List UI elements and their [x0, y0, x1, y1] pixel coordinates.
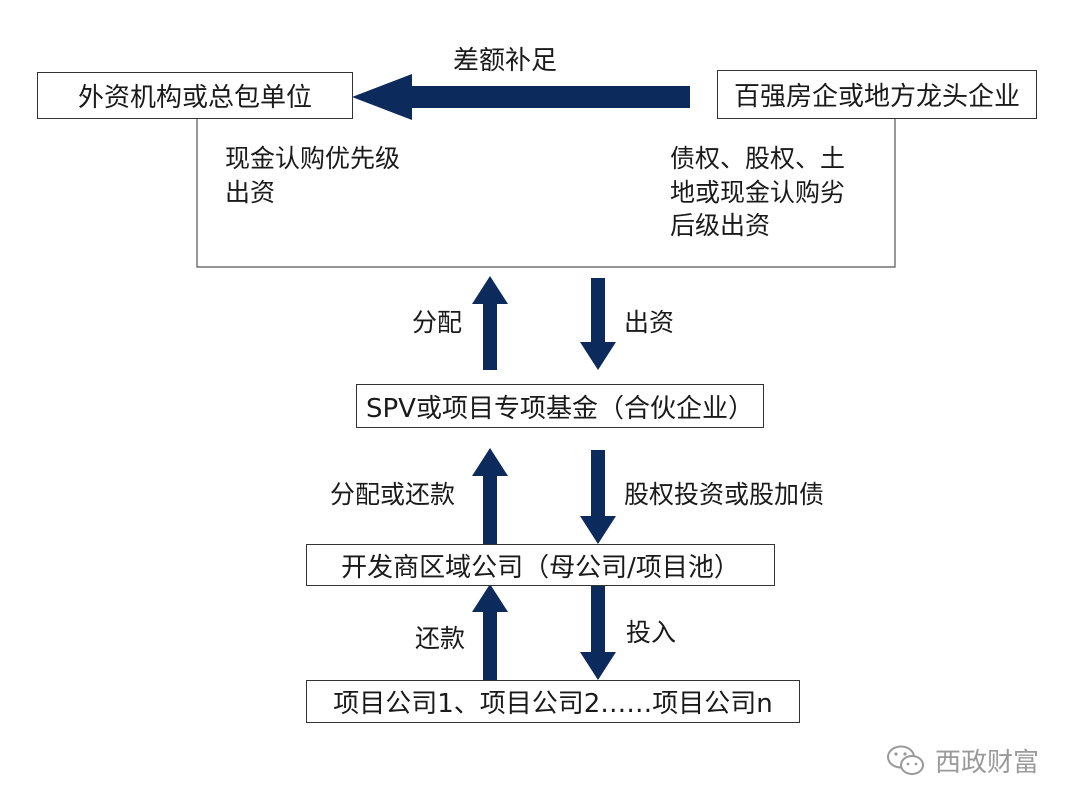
distribute-label: 分配: [412, 308, 463, 337]
left-note-line: 现金认购优先级: [225, 144, 401, 173]
repay-up-arrow: [472, 584, 508, 680]
distribute-repay-label: 分配或还款: [330, 480, 456, 509]
spv-fund-box: SPV或项目专项基金（合伙企业）: [356, 384, 764, 428]
wechat-icon: [887, 745, 924, 775]
repay-label: 还款: [415, 624, 466, 653]
watermark: 西政财富: [885, 742, 1039, 779]
distribute-repay-up-arrow: [472, 448, 508, 544]
foreign-institution-box: 外资机构或总包单位: [37, 72, 353, 119]
right-note: 债权、股权、土 地或现金认购劣 后级出资: [670, 142, 845, 243]
equity-debt-label: 股权投资或股加债: [624, 480, 825, 509]
shortfall-arrow: [352, 74, 690, 120]
watermark-text: 西政财富: [935, 748, 1040, 778]
investor-group-frame: [196, 115, 896, 268]
equity-down-arrow: [580, 450, 616, 544]
right-note-line: 后级出资: [670, 211, 771, 240]
invest-down-arrow: [580, 278, 616, 370]
left-note-line: 出资: [225, 177, 276, 207]
shortfall-label: 差额补足: [453, 46, 558, 76]
inject-label: 投入: [626, 618, 677, 647]
left-note: 现金认购优先级 出资: [225, 142, 400, 209]
distribute-up-arrow: [472, 276, 508, 370]
project-companies-box: 项目公司1、项目公司2……项目公司n: [306, 680, 800, 723]
inject-down-arrow: [580, 586, 616, 680]
invest-label: 出资: [624, 308, 675, 337]
right-note-line: 地或现金认购劣: [670, 177, 846, 207]
regional-company-box: 开发商区域公司（母公司/项目池）: [306, 544, 775, 586]
right-note-line: 债权、股权、土: [670, 144, 846, 173]
developer-enterprise-box: 百强房企或地方龙头企业: [717, 70, 1037, 119]
